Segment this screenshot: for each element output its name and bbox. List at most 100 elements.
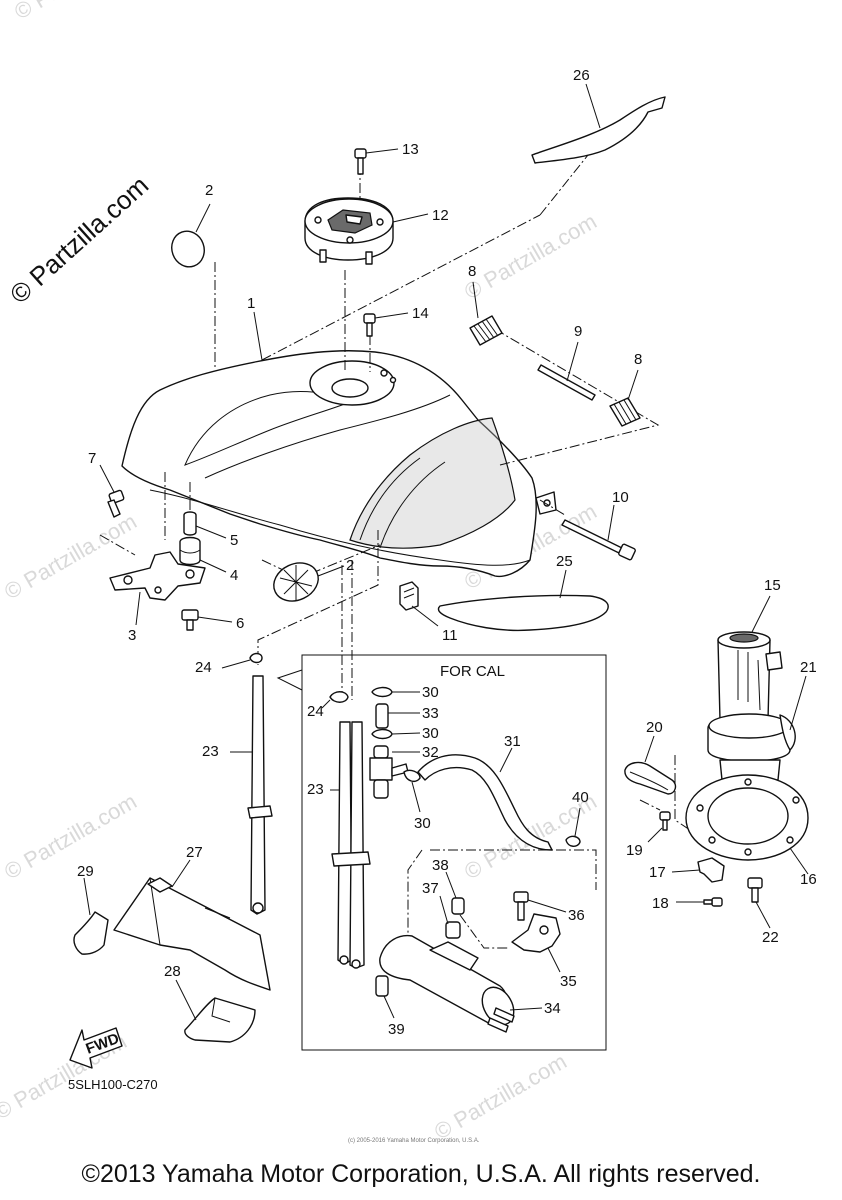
callout-37: 37 [422,880,439,897]
bolt14-head [363,313,376,324]
tank-side-stripe [359,457,446,549]
callout-8a: 8 [468,263,476,280]
callout-33: 33 [422,705,439,722]
leader-37 [439,895,449,925]
callout-1: 1 [247,295,255,312]
leader-30b [391,732,421,735]
part-32-valve [369,745,409,799]
leader-20 [644,735,655,763]
callout-25: 25 [556,553,573,570]
bolt18-shank [703,899,713,905]
leader-6 [197,616,233,623]
callout-2b: 2 [346,557,354,574]
align-line-hoses [341,560,353,700]
shield27-fold [149,877,231,946]
callout-26: 26 [573,67,590,84]
part-17-bracket [697,857,725,883]
callout-13: 13 [402,141,419,158]
bracket35-hole [539,925,549,935]
tank-side-panel [349,417,516,549]
part-36-bolt [513,891,529,921]
hose-inner-end-1 [339,955,349,965]
leader-1 [253,311,263,361]
part-24-clamp-outer [249,652,263,664]
cap-key-slot [345,214,363,225]
callout-17: 17 [649,864,666,881]
callout-4: 4 [230,567,238,584]
tank-screw-hole-2 [389,376,397,384]
ring-bolt-1 [696,804,704,812]
callout-18: 18 [652,895,669,912]
align-line-tank-to-cap [261,214,541,361]
part-3-bracket [109,551,206,601]
leader-25 [559,569,567,599]
leader-8b [627,369,639,401]
collar37 [445,921,461,939]
callout-30b: 30 [422,725,439,742]
part-30-clamp-2 [371,728,393,740]
pump-wires [737,650,761,711]
for-cal-frame [301,654,607,1051]
part-9-pipe [537,364,596,401]
fwd-arrow-shape [69,1027,123,1069]
callout-3: 3 [128,627,136,644]
filter8b-ribs [613,399,637,425]
leader-36 [527,899,567,913]
part-38-grommet [451,897,465,915]
canister-mount [429,941,479,971]
callout-21: 21 [800,659,817,676]
bolt13-shank [357,157,364,175]
leader-11 [411,605,439,627]
canister-nozzle-2 [487,1017,509,1033]
part-19-bolt [659,811,671,831]
bolt22-shank [751,887,759,903]
callout-15: 15 [764,577,781,594]
callout-22: 22 [762,929,779,946]
part-15-fuel-pump [707,631,791,781]
plug2b-spokes [279,565,313,600]
leader-29 [83,877,91,916]
leader-14 [374,312,409,319]
leader-17 [671,869,701,873]
bolt22-head [747,877,763,889]
watermark-faint-1: © Partzilla.com [460,209,601,305]
ring-bolt-2 [708,836,716,844]
ring-bolt-4 [786,836,794,844]
callout-19: 19 [626,842,643,859]
callout-14: 14 [412,305,429,322]
callout-6: 6 [236,615,244,632]
small-print: (c) 2005-2016 Yamaha Motor Corporation, … [348,1138,480,1144]
leader-27 [171,859,191,888]
part-25-cover [437,594,609,632]
part-34-canister [379,934,515,1033]
pump-outlet [765,651,783,671]
part-22-bolt [747,877,763,903]
filter8a-ribs [473,318,499,343]
shield28-fold [211,997,231,1023]
leader-26 [585,83,601,129]
part-31-hose [417,754,553,851]
part-21-gasket [779,714,796,751]
leader-7 [99,464,115,493]
callout-24b: 24 [307,703,324,720]
part-39-collar [375,975,389,997]
part-23-hose-inner-2 [349,721,365,969]
align-line-pump-2 [639,799,661,811]
callout-36: 36 [568,907,585,924]
tank-rear-bracket-hole [543,499,551,507]
callout-38: 38 [432,857,449,874]
part-8b-filter [609,397,641,427]
for-cal-label: FOR CAL [440,663,505,680]
leader-5 [195,525,227,539]
for-cal-pointer [276,669,303,691]
hose-inner-end-2 [351,959,361,969]
part-33-tube [375,703,389,729]
callout-40: 40 [572,789,589,806]
callout-20: 20 [646,719,663,736]
bolt36-head [513,891,529,903]
leader-2a [195,203,211,233]
align-line-hose-to-box [257,530,379,665]
canister-nozzle-1 [493,1007,515,1023]
callout-10: 10 [612,489,629,506]
